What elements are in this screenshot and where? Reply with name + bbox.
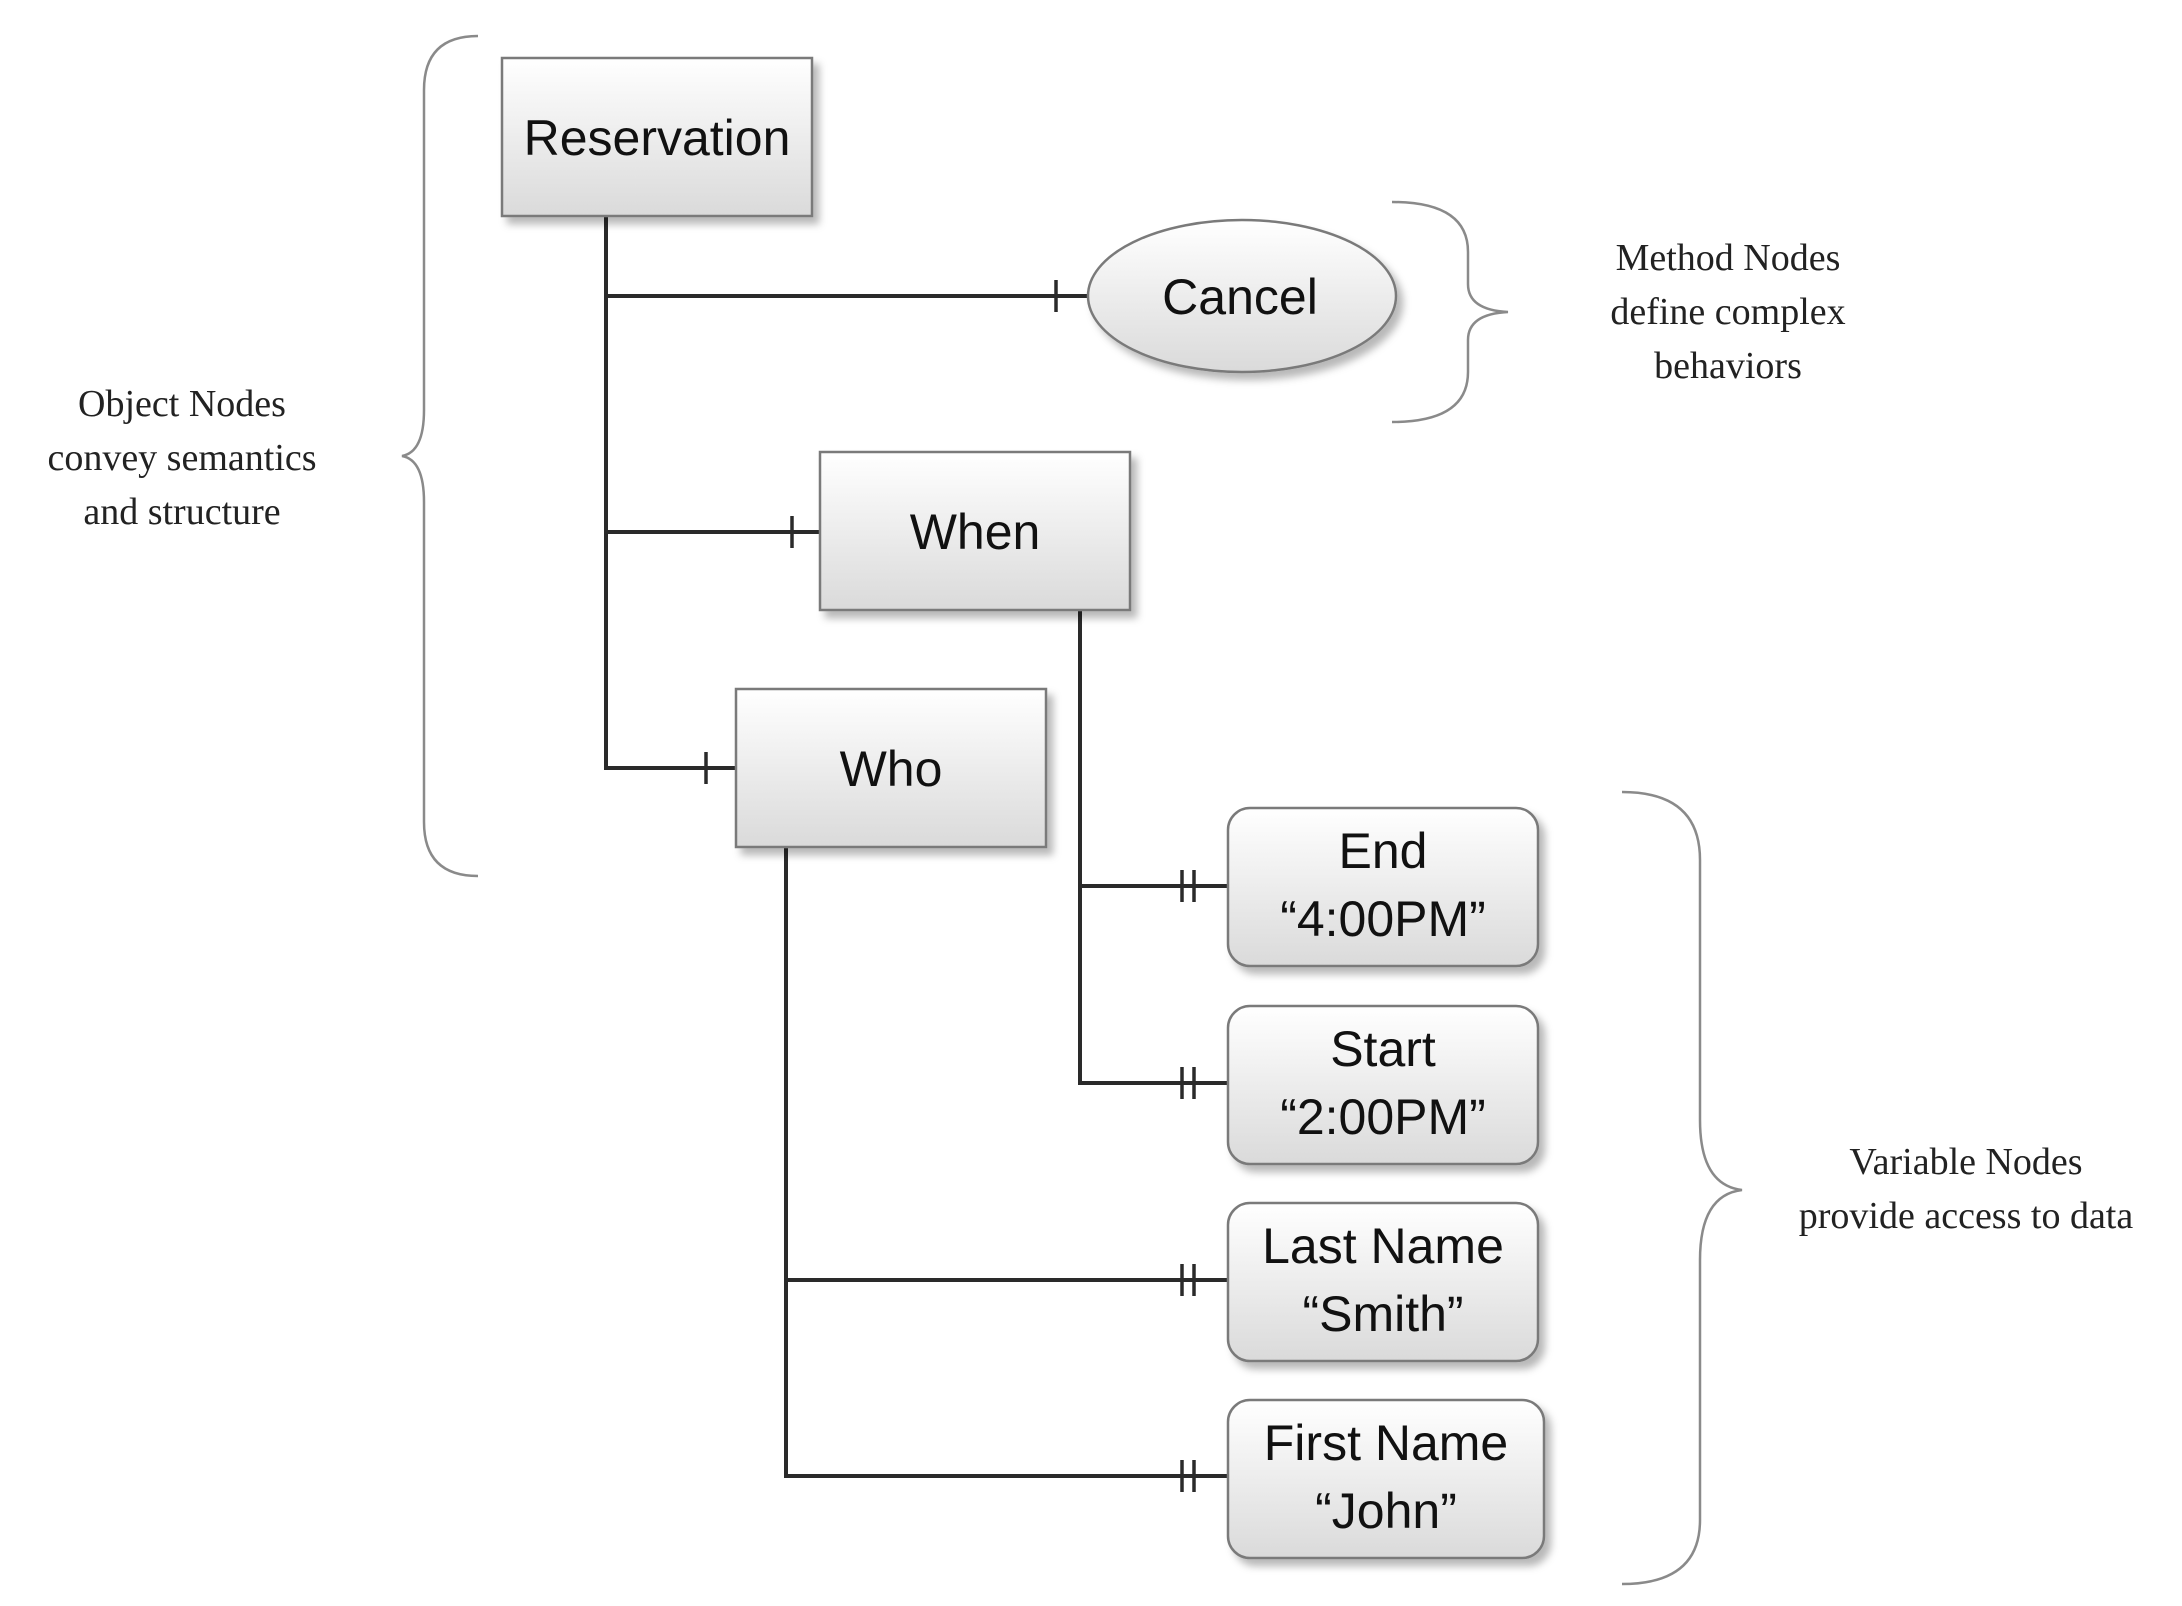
who-label: Who xyxy=(840,741,943,797)
reservation-label: Reservation xyxy=(524,110,791,166)
connectors xyxy=(604,216,1228,1492)
cancel-node[interactable]: Cancel xyxy=(1086,218,1398,374)
object-nodes-annotation: Object Nodes convey semantics and struct… xyxy=(47,383,316,533)
object-nodes-brace xyxy=(401,34,479,878)
last-name-label: Last Name xyxy=(1262,1218,1504,1274)
cancel-label: Cancel xyxy=(1162,269,1318,325)
object-nodes-line-3: and structure xyxy=(83,491,280,533)
reservation-node[interactable]: Reservation xyxy=(500,56,814,218)
start-label: Start xyxy=(1330,1021,1436,1077)
method-nodes-brace xyxy=(1391,200,1509,424)
variable-nodes-annotation: Variable Nodes provide access to data xyxy=(1799,1141,2134,1237)
end-label: End xyxy=(1339,823,1428,879)
end-node[interactable]: End “4:00PM” xyxy=(1226,806,1540,968)
when-label: When xyxy=(910,504,1041,560)
last-name-value: “Smith” xyxy=(1302,1286,1463,1342)
reservation-trunk xyxy=(604,216,736,770)
method-nodes-annotation: Method Nodes define complex behaviors xyxy=(1610,237,1845,387)
first-name-label: First Name xyxy=(1264,1415,1508,1471)
first-name-value: “John” xyxy=(1315,1483,1457,1539)
start-value: “2:00PM” xyxy=(1280,1089,1486,1145)
who-node[interactable]: Who xyxy=(734,687,1048,849)
variable-nodes-line-1: Variable Nodes xyxy=(1849,1141,2082,1183)
method-nodes-line-3: behaviors xyxy=(1654,345,1802,387)
last-name-node[interactable]: Last Name “Smith” xyxy=(1226,1201,1540,1363)
when-to-start-line xyxy=(1078,608,1228,1085)
variable-nodes-line-2: provide access to data xyxy=(1799,1195,2134,1237)
end-value: “4:00PM” xyxy=(1280,891,1486,947)
object-nodes-line-1: Object Nodes xyxy=(78,383,286,425)
object-nodes-line-2: convey semantics xyxy=(47,437,316,479)
who-to-first-name-line xyxy=(784,846,1228,1478)
method-nodes-line-1: Method Nodes xyxy=(1616,237,1841,279)
when-node[interactable]: When xyxy=(818,450,1132,612)
start-node[interactable]: Start “2:00PM” xyxy=(1226,1004,1540,1166)
variable-nodes-brace xyxy=(1621,790,1743,1586)
method-nodes-line-2: define complex xyxy=(1610,291,1845,333)
first-name-node[interactable]: First Name “John” xyxy=(1226,1398,1546,1560)
